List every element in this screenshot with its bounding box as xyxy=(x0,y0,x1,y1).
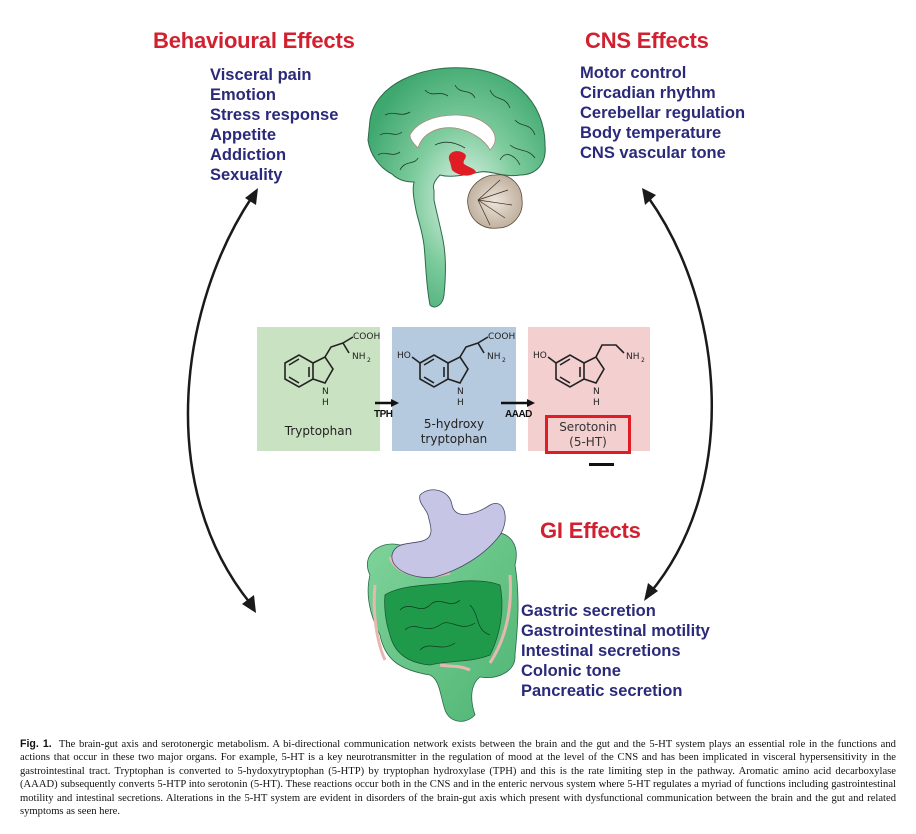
5-hydroxytryptophan-box: COOH NH 2 HO N H 5-hydroxy tryptophan xyxy=(392,327,516,451)
list-item: Gastric secretion xyxy=(521,602,656,620)
tph-enzyme-label: TPH xyxy=(374,409,393,420)
raphe-nuclei xyxy=(448,151,476,176)
list-item: Cerebellar regulation xyxy=(580,104,746,122)
compound-name: 5-hydroxy tryptophan xyxy=(420,417,488,446)
figure-label: Fig. 1. xyxy=(20,738,52,750)
h-label: H xyxy=(322,398,329,408)
list-item: CNS vascular tone xyxy=(580,144,726,162)
ho-label: HO xyxy=(533,351,547,361)
svg-text:2: 2 xyxy=(641,357,645,364)
h-label: H xyxy=(593,398,600,408)
gi-effects-list: Gastric secretion Gastrointestinal motil… xyxy=(521,601,710,701)
n-label: N xyxy=(457,387,464,397)
nh2-label: NH xyxy=(352,352,366,362)
cooh-label: COOH xyxy=(353,332,380,342)
list-item: Stress response xyxy=(210,106,339,124)
list-item: Visceral pain xyxy=(210,66,312,84)
cerebellum xyxy=(467,174,523,229)
serotonin-structure: NH 2 HO N H xyxy=(533,344,645,408)
corpus-callosum xyxy=(409,114,496,151)
caption-text: The brain-gut axis and serotonergic meta… xyxy=(20,739,896,818)
n-label: N xyxy=(322,387,329,397)
gi-effects-title: GI Effects xyxy=(540,518,641,543)
cns-effects-title: CNS Effects xyxy=(585,28,709,53)
nh2-label: NH xyxy=(487,352,501,362)
arrowhead-up-icon xyxy=(642,188,656,205)
arrowhead-down-icon xyxy=(644,583,658,601)
list-item: Colonic tone xyxy=(521,662,621,680)
5-htp-structure: COOH NH 2 HO N H xyxy=(397,332,515,408)
behavioural-effects-title: Behavioural Effects xyxy=(153,28,355,53)
cooh-label: COOH xyxy=(488,332,515,342)
tph-reaction-arrow xyxy=(375,399,399,407)
right-bidirectional-arrow xyxy=(642,188,713,601)
tryptophan-box: COOH NH 2 N H Tryptophan xyxy=(257,327,380,451)
list-item: Motor control xyxy=(580,64,687,82)
svg-text:2: 2 xyxy=(367,357,371,364)
list-item: Intestinal secretions xyxy=(521,642,681,660)
serotonin-highlight-box: Serotonin (5-HT) xyxy=(545,415,631,454)
behavioural-effects-list: Visceral pain Emotion Stress response Ap… xyxy=(210,65,338,185)
list-item: Sexuality xyxy=(210,166,283,184)
list-item: Circadian rhythm xyxy=(580,84,716,102)
h-label: H xyxy=(457,398,464,408)
figure-caption: Fig. 1. The brain-gut axis and serotoner… xyxy=(20,738,896,818)
serotonin-box: NH 2 HO N H xyxy=(528,327,650,451)
arrowhead-up-icon xyxy=(245,188,258,205)
list-item: Pancreatic secretion xyxy=(521,682,683,700)
svg-text:2: 2 xyxy=(502,357,506,364)
compound-name: Serotonin (5-HT) xyxy=(559,420,617,449)
cns-effects-list: Motor control Circadian rhythm Cerebella… xyxy=(580,63,745,163)
scale-bar xyxy=(589,463,614,466)
ho-label: HO xyxy=(397,351,411,361)
nh2-label: NH xyxy=(626,352,640,362)
list-item: Appetite xyxy=(210,126,276,144)
list-item: Gastrointestinal motility xyxy=(521,622,710,640)
aaad-enzyme-label: AAAD xyxy=(505,409,532,420)
compound-name: Tryptophan xyxy=(284,424,353,438)
tryptophan-structure: COOH NH 2 N H xyxy=(284,332,380,408)
left-bidirectional-arrow xyxy=(186,188,258,613)
arrowhead-down-icon xyxy=(242,595,256,613)
list-item: Body temperature xyxy=(580,124,722,142)
list-item: Addiction xyxy=(210,146,287,164)
cerebrum xyxy=(367,67,546,308)
gut-illustration xyxy=(367,489,519,722)
stomach xyxy=(391,489,506,578)
list-item: Emotion xyxy=(210,86,276,104)
n-label: N xyxy=(593,387,600,397)
aaad-reaction-arrow xyxy=(501,399,535,407)
brain-illustration xyxy=(367,67,546,308)
